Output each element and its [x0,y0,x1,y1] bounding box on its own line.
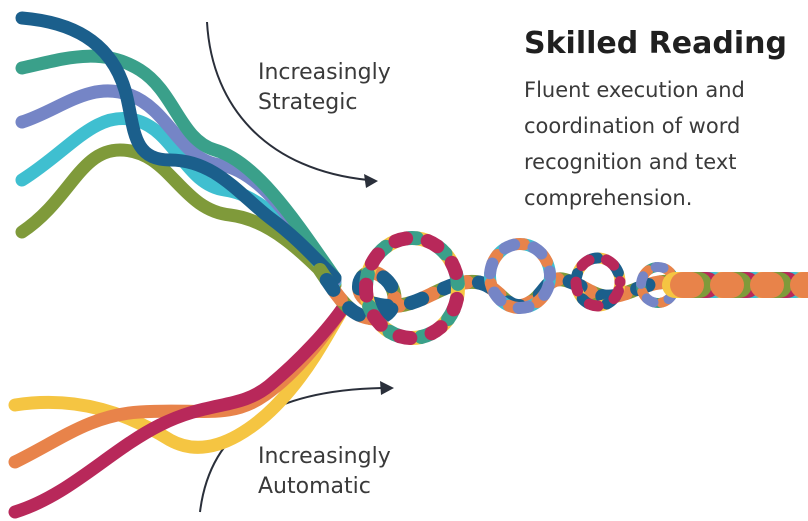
strategic-label-line-1: Increasingly [258,60,391,85]
strand-lower-crimson [8,298,352,519]
automatic-label: Increasingly Automatic [258,442,391,502]
strand-upper-teal [15,49,342,285]
automatic-label-line-2: Automatic [258,474,371,499]
upper-strands [15,11,342,292]
strategic-label-line-2: Strategic [258,90,358,115]
strand-upper-olive [15,143,342,292]
description-line-2: coordination of word [524,114,741,138]
strand-upper-navy [15,11,342,285]
automatic-label-line-1: Increasingly [258,444,391,469]
lower-strands [8,298,352,519]
braided-rope [313,231,808,345]
skilled-reading-description: Fluent execution and coordination of wor… [524,72,800,216]
description-line-3: recognition and text [524,150,737,174]
description-line-4: comprehension. [524,186,693,210]
strategic-label: Increasingly Strategic [258,58,391,118]
skilled-reading-title: Skilled Reading [524,26,787,61]
description-line-1: Fluent execution and [524,78,745,102]
strategic-arrow [206,21,378,188]
